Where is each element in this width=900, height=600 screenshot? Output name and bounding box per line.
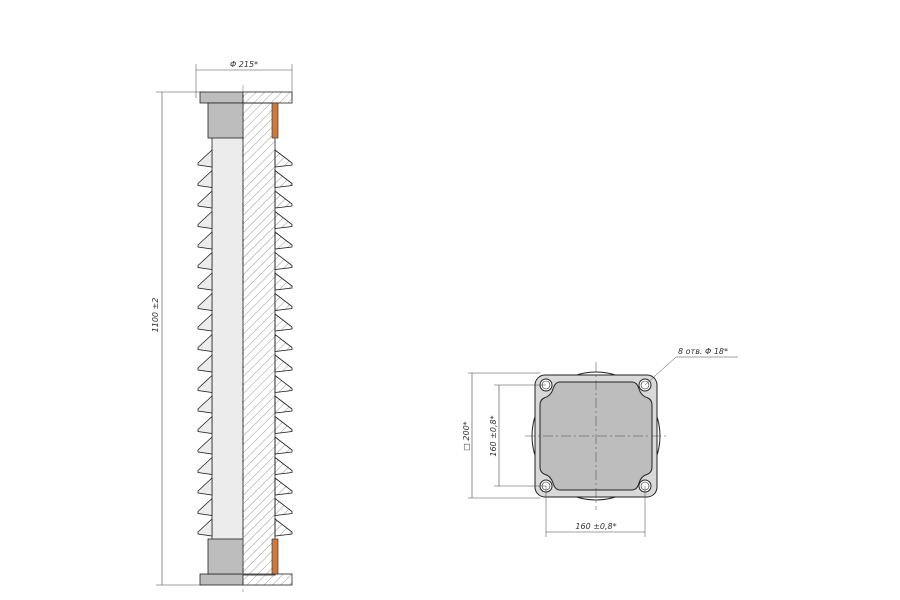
shed-right — [274, 210, 293, 229]
shed-left — [197, 436, 213, 455]
shed-right — [274, 374, 293, 393]
shed-right — [274, 456, 293, 475]
shed-left — [197, 231, 213, 250]
shed-left — [197, 497, 213, 516]
cement-seal — [271, 102, 279, 139]
flange-exterior — [199, 91, 244, 104]
shed-right — [274, 497, 293, 516]
shed-right — [274, 251, 293, 270]
shed-right — [274, 272, 293, 291]
flange-section — [242, 91, 293, 104]
shed-right — [274, 436, 293, 455]
shed-left — [197, 477, 213, 496]
shed-left — [197, 374, 213, 393]
holes-label: 8 отв. Φ 18* — [678, 347, 728, 356]
shed-left — [197, 456, 213, 475]
shed-left — [197, 395, 213, 414]
flange-hub — [207, 538, 244, 575]
shed-left — [197, 210, 213, 229]
shed-left — [197, 251, 213, 270]
height-label: 1100 ±2 — [151, 298, 160, 333]
core-exterior — [211, 102, 244, 546]
diameter-dimension: Φ 215* — [195, 60, 293, 98]
shed-right — [274, 477, 293, 496]
shed-left — [197, 313, 213, 332]
flange-exterior — [199, 573, 244, 586]
shed-right — [274, 231, 293, 250]
core-section — [242, 102, 276, 576]
flange-section — [242, 573, 293, 586]
insulator-end-view: 8 отв. Φ 18* □ 200* 160 ±0,8* 160 ±0,8* — [462, 347, 738, 537]
diameter-label: Φ 215* — [230, 60, 258, 69]
square-size-label: □ 200* — [462, 421, 471, 450]
shed-left — [197, 149, 213, 168]
flange-hub — [207, 102, 244, 139]
shed-right — [274, 313, 293, 332]
shed-left — [197, 190, 213, 209]
shed-left — [197, 272, 213, 291]
shed-right — [274, 415, 293, 434]
shed-right — [274, 149, 293, 168]
shed-left — [197, 354, 213, 373]
shed-right — [274, 169, 293, 188]
cement-seal — [271, 538, 279, 575]
shed-right — [274, 333, 293, 352]
shed-right — [274, 395, 293, 414]
shed-right — [274, 190, 293, 209]
horizontal-spacing-label: 160 ±0,8* — [575, 522, 616, 531]
shed-left — [197, 333, 213, 352]
shed-left — [197, 169, 213, 188]
shed-left — [197, 292, 213, 311]
shed-right — [274, 518, 293, 537]
shed-right — [274, 354, 293, 373]
mounting-hole-inner — [640, 380, 650, 390]
insulator-side-view: Φ 215* 1100 ±2 — [151, 60, 293, 592]
shed-right — [274, 292, 293, 311]
vertical-spacing-label: 160 ±0,8* — [489, 415, 498, 456]
shed-left — [197, 415, 213, 434]
shed-left — [197, 518, 213, 537]
height-dimension: 1100 ±2 — [151, 91, 205, 586]
